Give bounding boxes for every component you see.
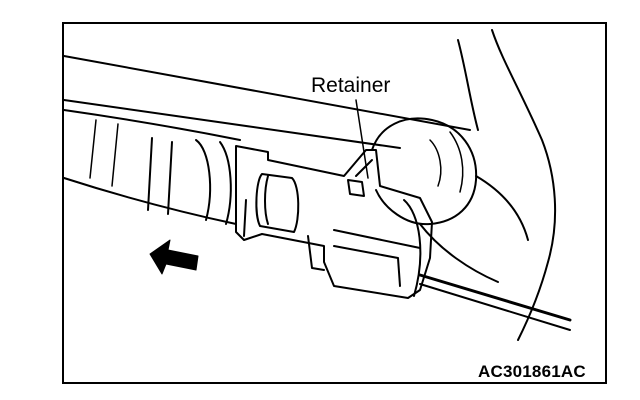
hand-illustration [371, 29, 557, 341]
diagram-frame [62, 22, 607, 384]
connector-body [235, 145, 433, 299]
retainer-label: Retainer [311, 74, 391, 97]
harness-tube [63, 109, 241, 225]
figure-id: AC301861AC [478, 362, 586, 381]
retainer-leader-line [355, 99, 369, 179]
arrow-left-icon [149, 239, 199, 275]
mounting-rail [63, 55, 572, 331]
